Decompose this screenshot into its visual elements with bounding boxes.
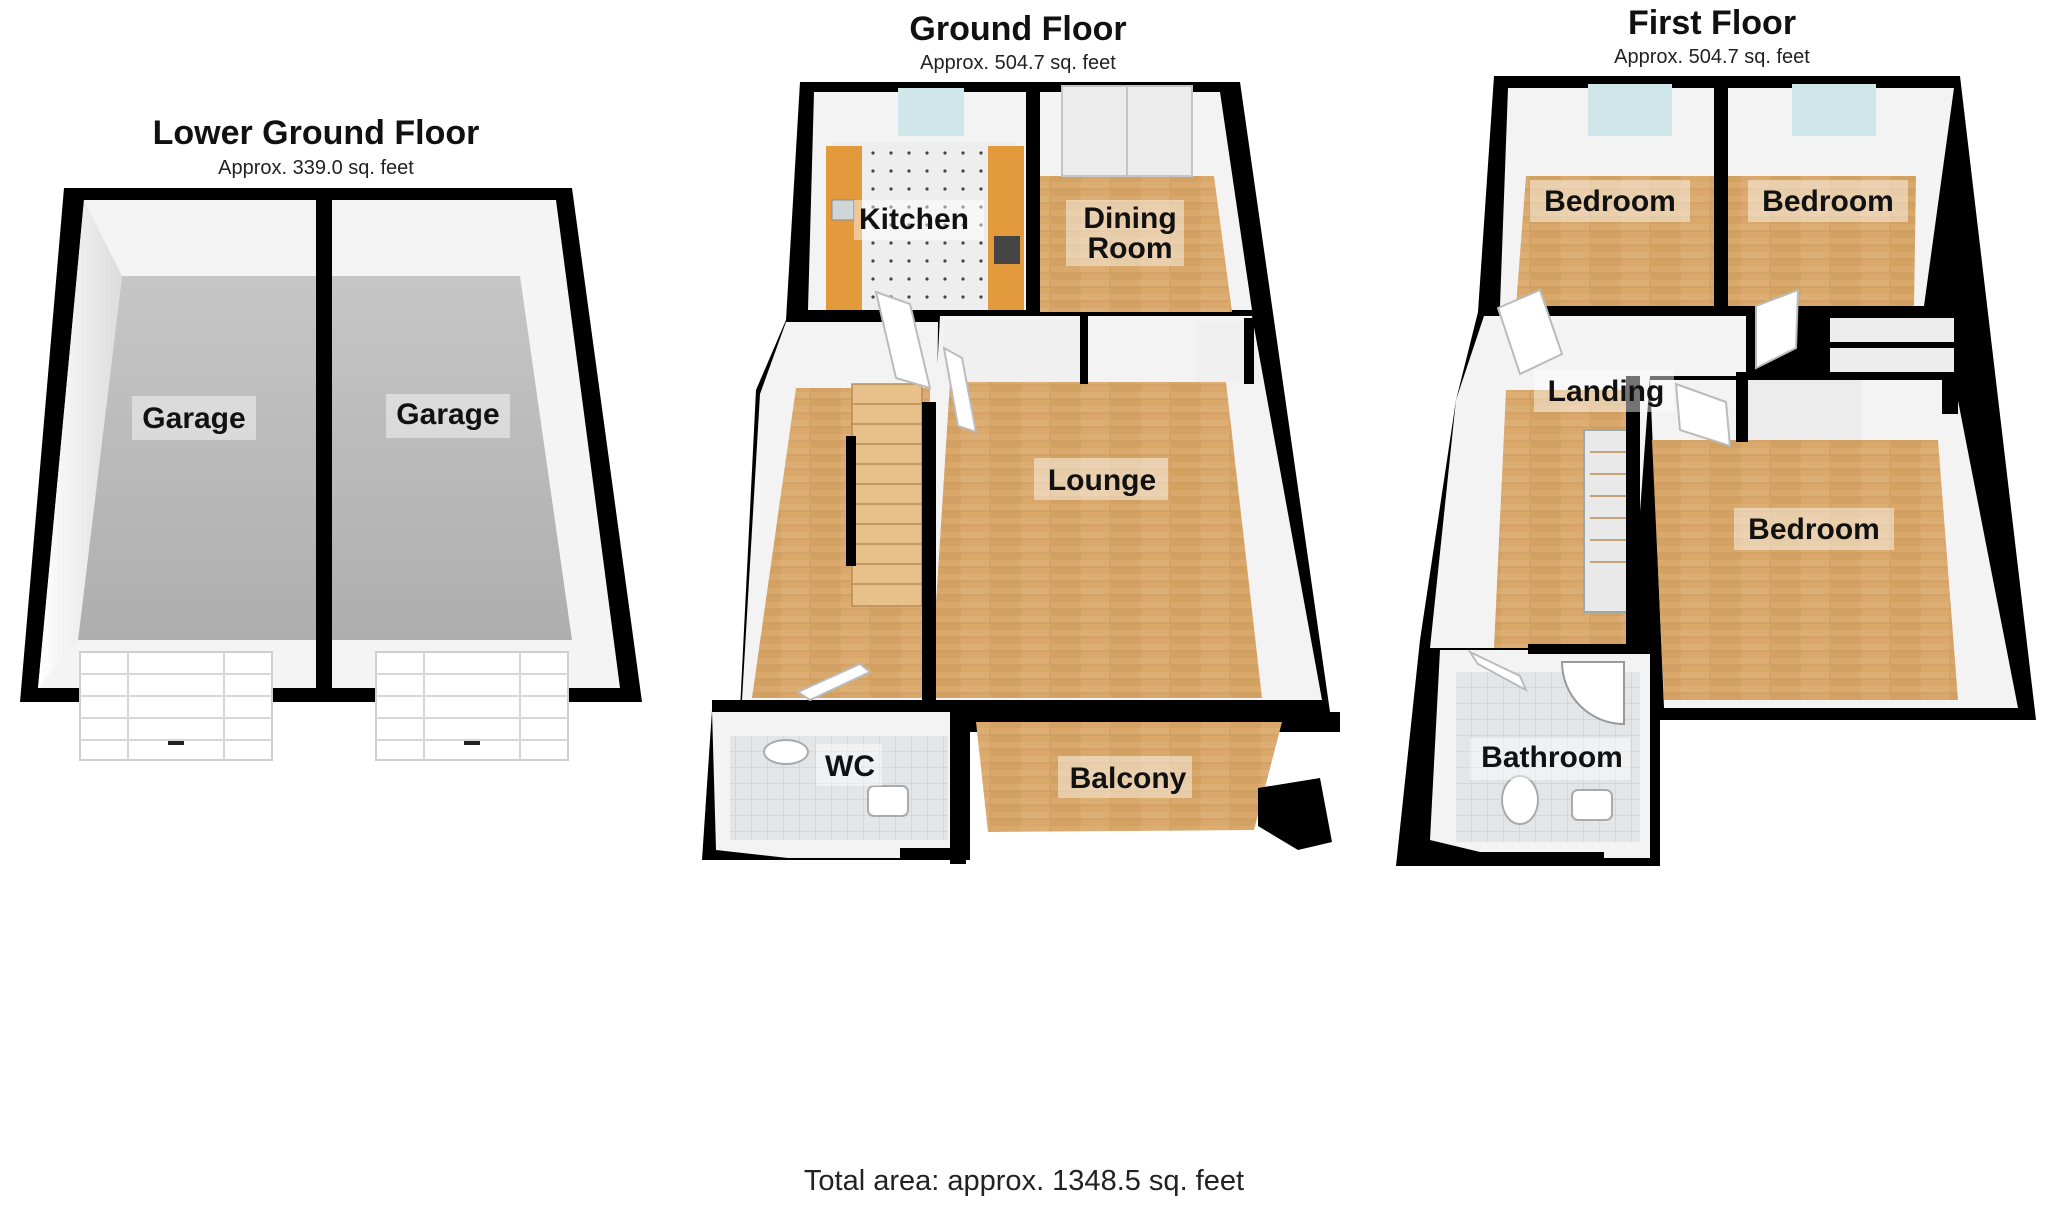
dining-floor	[1040, 176, 1232, 312]
garage-left-floor	[78, 276, 316, 640]
bedroom-2-floor	[1728, 176, 1916, 306]
room-label-garage: Garage	[142, 402, 245, 435]
garage-right-floor	[332, 276, 572, 640]
stair-banister	[1583, 429, 1629, 613]
bedroom-3-floor	[1652, 440, 1958, 700]
staircase	[846, 383, 936, 702]
ground-floor: Ground Floor Approx. 504.7 sq. feet	[702, 10, 1340, 864]
bedroom-2-door	[1755, 288, 1800, 370]
floor-area: Approx. 504.7 sq. feet	[1614, 46, 1810, 68]
lounge-door	[942, 346, 978, 434]
bedroom-2-window	[1792, 84, 1876, 136]
room-label-bathroom: Bathroom	[1481, 741, 1623, 774]
toilet-icon	[1501, 775, 1539, 825]
lower-ground-floor: Lower Ground Floor Approx. 339.0 sq. fee…	[20, 114, 642, 761]
floor-title: Ground Floor	[909, 10, 1126, 48]
room-label-bedroom: Bedroom	[1748, 513, 1880, 546]
room-label-lounge: Lounge	[1048, 464, 1156, 497]
shower-icon	[1560, 661, 1625, 726]
room-label-garage: Garage	[396, 398, 499, 431]
balcony-floor	[976, 722, 1282, 832]
garage-door-right	[375, 651, 569, 761]
sink-icon	[831, 199, 855, 221]
room-label-bedroom: Bedroom	[1544, 185, 1676, 218]
kitchen-counter-right	[988, 146, 1024, 310]
basin-icon	[1571, 789, 1613, 821]
bedroom-3-door	[1674, 382, 1732, 448]
total-area: Total area: approx. 1348.5 sq. feet	[803, 1165, 1245, 1197]
room-label-landing: Landing	[1548, 375, 1665, 408]
kitchen-counter-left	[826, 146, 862, 310]
bedroom-1-floor	[1516, 176, 1714, 306]
garage-divider-wall	[316, 196, 332, 696]
floor-title: First Floor	[1628, 4, 1796, 42]
kitchen-floor	[832, 142, 1016, 310]
toilet-icon	[763, 739, 809, 765]
floor-area: Approx. 504.7 sq. feet	[920, 52, 1116, 74]
floor-area: Approx. 339.0 sq. feet	[218, 157, 414, 179]
balcony-wall	[1258, 778, 1332, 850]
bathroom-door	[1467, 649, 1529, 693]
basin-icon	[867, 785, 909, 817]
room-label-dining: Dining	[1083, 202, 1176, 235]
room-label-room: Room	[1088, 232, 1173, 265]
bedroom-1-window	[1588, 84, 1672, 136]
bedroom-1-door	[1496, 288, 1564, 376]
first-floor: First Floor Approx. 504.7 sq. feet	[1396, 4, 2036, 866]
kitchen-window	[898, 88, 964, 136]
room-label-balcony: Balcony	[1070, 762, 1187, 795]
wc-door	[795, 662, 872, 702]
room-label-wc: WC	[825, 750, 875, 783]
lounge-floor	[930, 382, 1262, 698]
room-label-kitchen: Kitchen	[859, 203, 969, 236]
hob-icon	[994, 236, 1020, 264]
floor-title: Lower Ground Floor	[153, 114, 480, 152]
room-label-bedroom: Bedroom	[1762, 185, 1894, 218]
kitchen-door	[874, 290, 932, 390]
garage-door-left	[79, 651, 273, 761]
